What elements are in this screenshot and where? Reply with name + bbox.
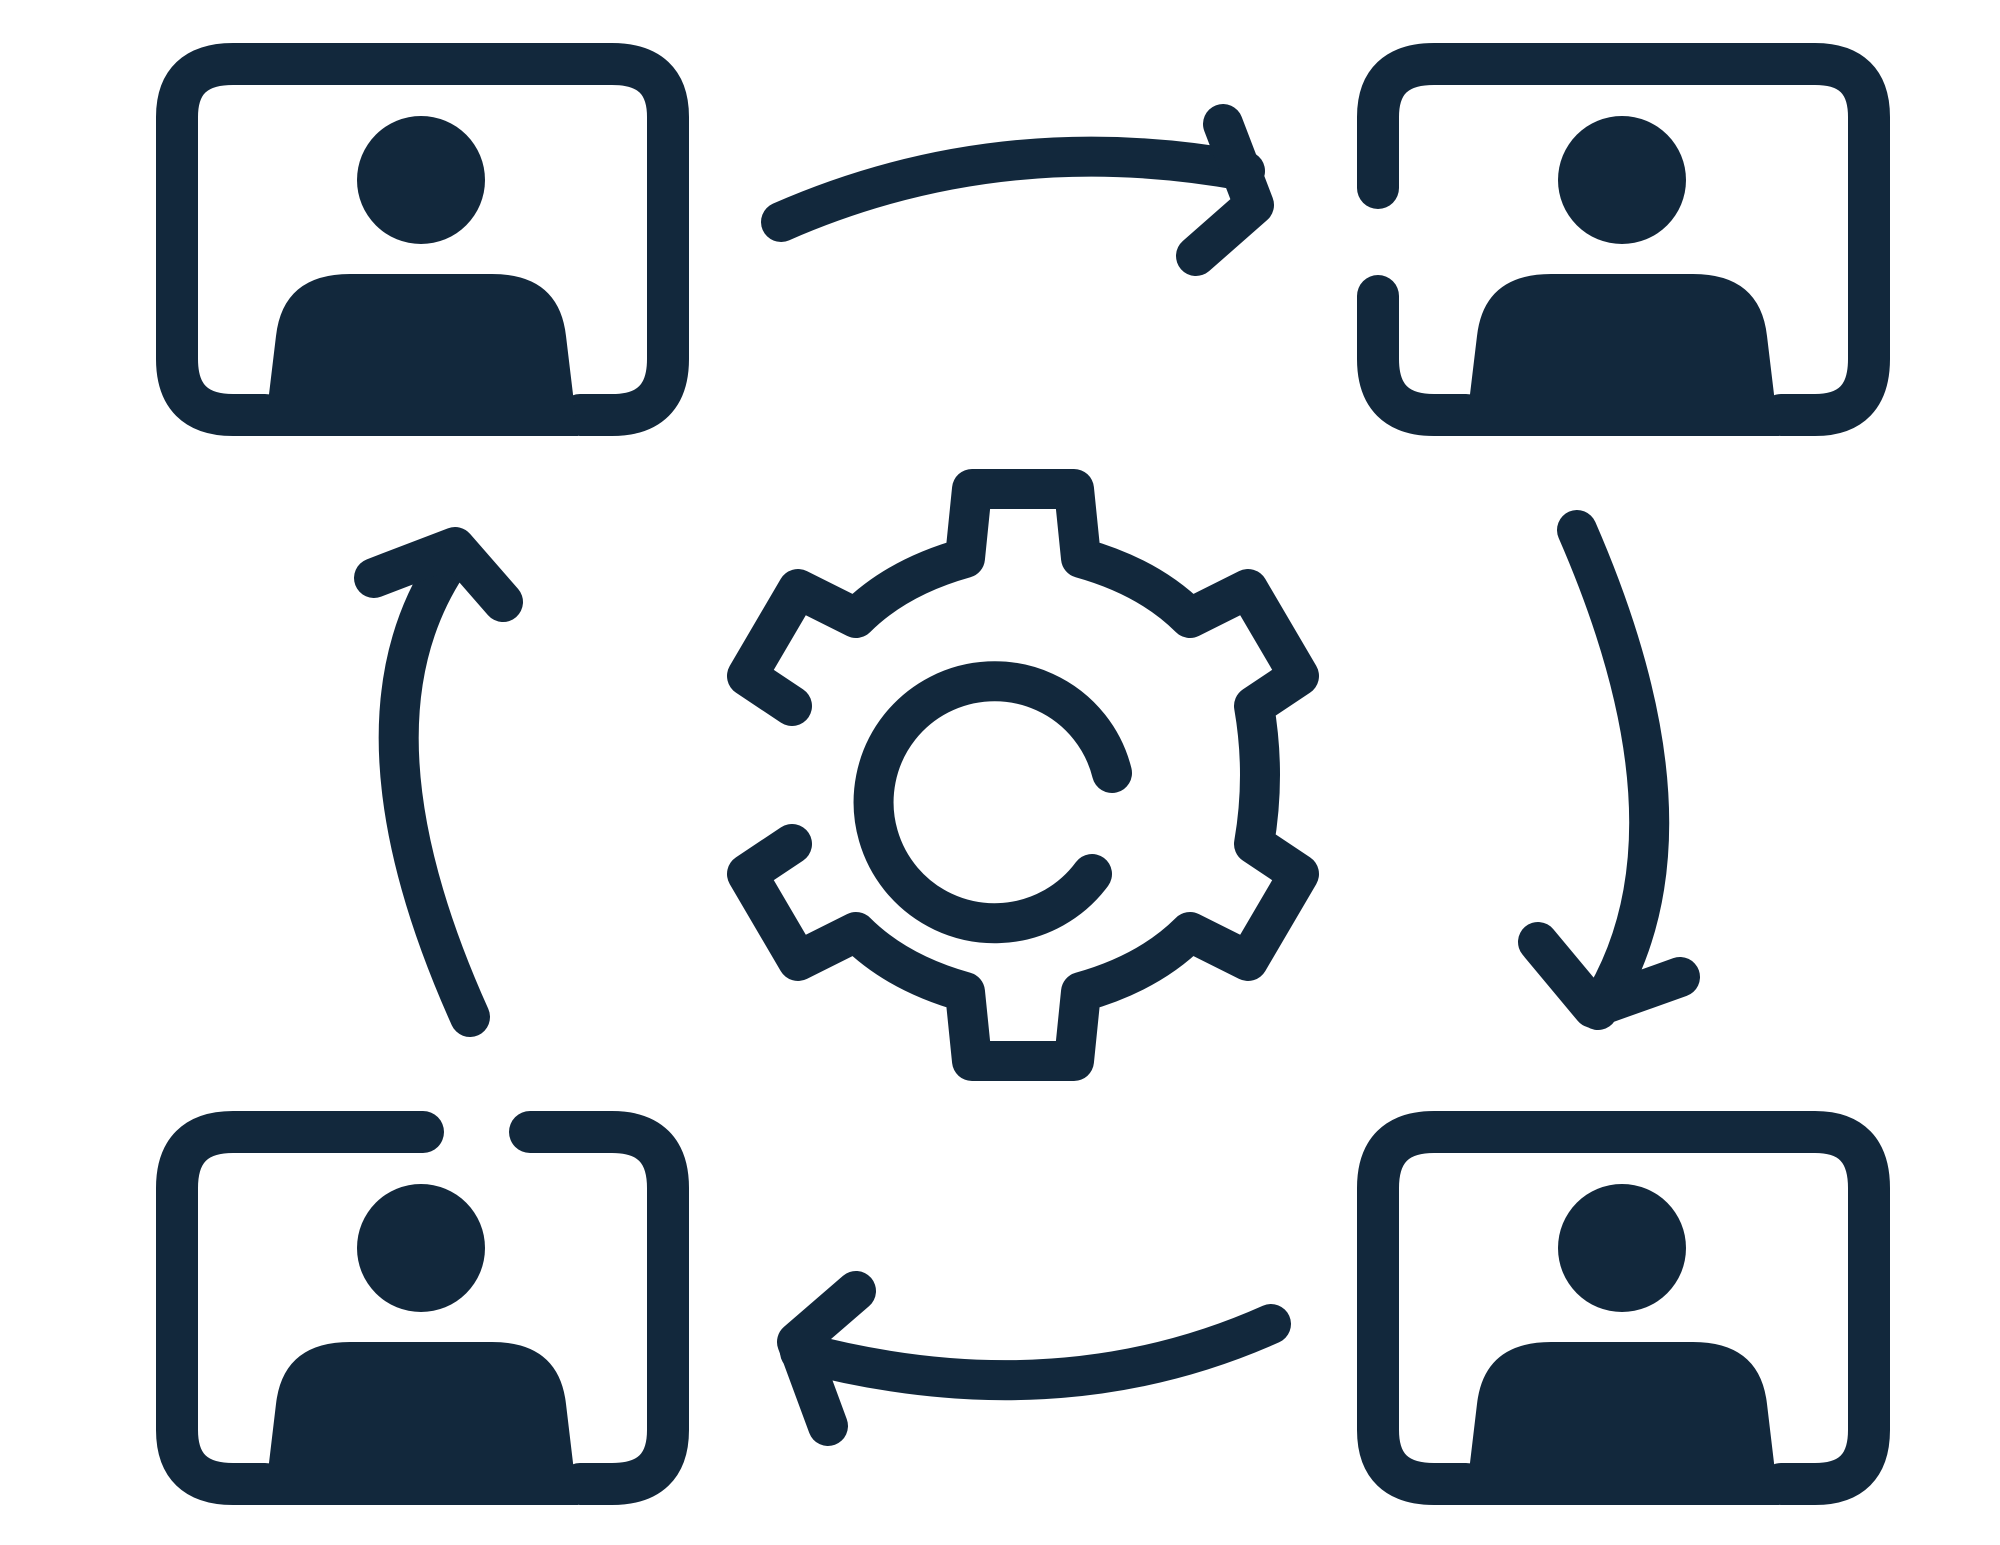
arrow-top-shaft xyxy=(761,136,1265,242)
user-bottom-left xyxy=(156,1111,689,1505)
person-body xyxy=(264,1342,578,1505)
refresh-arc xyxy=(853,661,1132,944)
user-top-right xyxy=(1357,43,1890,436)
person-head xyxy=(1558,1184,1686,1312)
user-bottom-right xyxy=(1357,1111,1890,1505)
arrow-right-head-icon xyxy=(1518,922,1700,1028)
person-body xyxy=(1465,274,1779,436)
person-head xyxy=(1558,116,1686,244)
arrow-bottom-head-icon xyxy=(777,1271,876,1446)
arrow-right xyxy=(1518,510,1700,1030)
arrow-right-shaft xyxy=(1557,510,1670,1030)
gear-refresh-icon xyxy=(727,469,1319,1081)
person-in-frame-icon xyxy=(156,1111,689,1505)
person-head xyxy=(357,116,485,244)
frame-outline-lower xyxy=(1357,275,1487,436)
arrow-top xyxy=(761,104,1274,276)
frame-outline xyxy=(1357,1111,1890,1505)
person-in-frame-icon xyxy=(1357,43,1890,436)
person-body xyxy=(264,274,578,436)
person-in-frame-icon xyxy=(156,43,689,436)
person-in-frame-icon xyxy=(1357,1111,1890,1505)
arrow-left-shaft xyxy=(378,545,490,1037)
person-head xyxy=(357,1184,485,1312)
frame-outline xyxy=(156,43,689,436)
arrow-left-head-icon xyxy=(354,527,523,622)
arrow-top-head-icon xyxy=(1176,104,1274,276)
arrow-bottom-shaft xyxy=(780,1304,1291,1401)
arrow-bottom xyxy=(777,1271,1291,1446)
frame-outline-upper xyxy=(1357,43,1890,436)
arrow-left xyxy=(354,527,523,1037)
frame-outline xyxy=(156,1111,689,1505)
person-body xyxy=(1465,1342,1779,1505)
gear-outline xyxy=(727,469,1319,1081)
user-top-left xyxy=(156,43,689,436)
